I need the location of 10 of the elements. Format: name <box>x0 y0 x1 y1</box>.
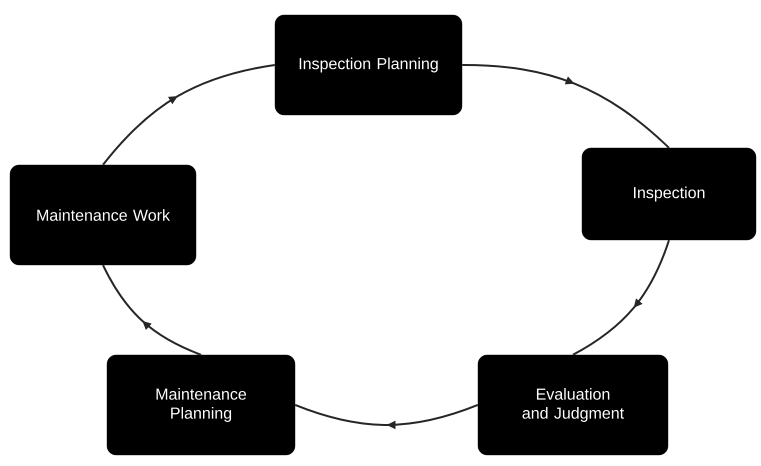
process-box: Evaluation and Judgment <box>478 354 668 456</box>
process-box: Inspection Planning <box>274 14 462 116</box>
arrow <box>462 64 670 149</box>
process-box: Inspection <box>582 148 756 240</box>
arrow <box>102 264 202 356</box>
arrow <box>572 240 670 356</box>
arrow <box>294 404 478 430</box>
arrow <box>102 64 275 166</box>
process-box: Maintenance Planning <box>106 354 296 456</box>
process-box: Maintenance Work <box>10 164 196 266</box>
